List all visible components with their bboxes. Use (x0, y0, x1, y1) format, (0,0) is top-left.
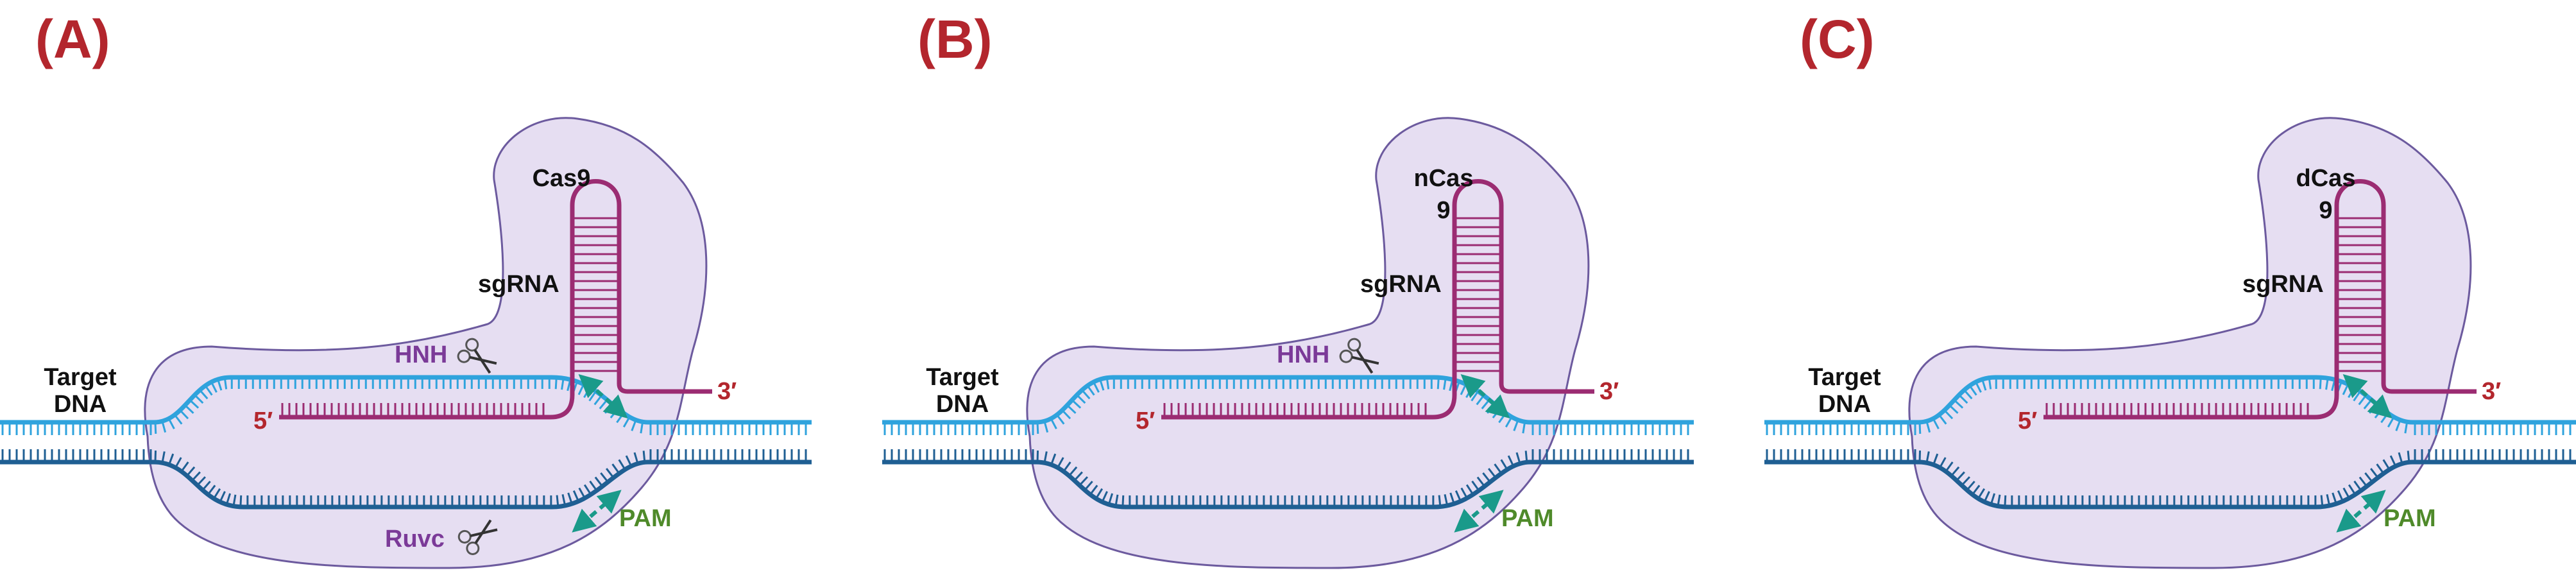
panel-label: (B) (917, 9, 993, 69)
double-arrow-icon (2336, 490, 2386, 533)
scissors-icon (457, 338, 497, 374)
three-prime-label: 3′ (717, 378, 737, 405)
cas9-protein-blob (144, 117, 708, 569)
double-arrow-icon (1460, 374, 1510, 419)
scissors-icon (1339, 338, 1379, 374)
target-dna-label: DNA (1818, 391, 1871, 418)
sgrna-strand (279, 179, 712, 420)
target-dna-label: Target (44, 364, 117, 391)
cas9-protein-blob (1026, 117, 1590, 569)
dna-bottom-strand-bubble (1036, 459, 1531, 510)
protein-label: Cas9 (533, 165, 591, 192)
cas9-protein-blob (1908, 117, 2472, 569)
double-arrow-icon (1454, 490, 1504, 533)
three-prime-label: 3′ (1599, 378, 1619, 405)
protein-label: dCas (2296, 165, 2356, 192)
pam-label: PAM (619, 505, 672, 532)
hnh-label: HNH (1277, 341, 1329, 368)
five-prime-label: 5′ (1136, 408, 1155, 434)
protein-label: nCas (1414, 165, 1474, 192)
pam-label: PAM (1501, 505, 1554, 532)
pam-label: PAM (2384, 505, 2436, 532)
dna-bottom-strand-bubble (153, 459, 649, 510)
scissors-icon (457, 519, 498, 555)
sgrna-label: sgRNA (2242, 271, 2324, 298)
target-dna-label: DNA (936, 391, 989, 418)
panel-label: (C) (1800, 9, 1875, 69)
sgrna-label: sgRNA (1360, 271, 1442, 298)
hnh-label: HNH (395, 341, 447, 368)
five-prime-label: 5′ (2018, 408, 2037, 434)
five-prime-label: 5′ (253, 408, 273, 434)
double-arrow-icon (578, 374, 628, 419)
dna-bottom-strand-bubble (1918, 459, 2413, 510)
target-dna-label: DNA (54, 391, 107, 418)
panel-label: (A) (35, 9, 110, 69)
protein-label: 9 (2319, 197, 2332, 224)
protein-label: 9 (1437, 197, 1450, 224)
double-arrow-icon (2342, 374, 2393, 419)
target-dna-label: Target (926, 364, 999, 391)
double-arrow-icon (572, 490, 622, 533)
ruvc-label: Ruvc (385, 526, 445, 553)
target-dna-label: Target (1808, 364, 1881, 391)
three-prime-label: 3′ (2482, 378, 2501, 405)
sgrna-label: sgRNA (478, 271, 559, 298)
